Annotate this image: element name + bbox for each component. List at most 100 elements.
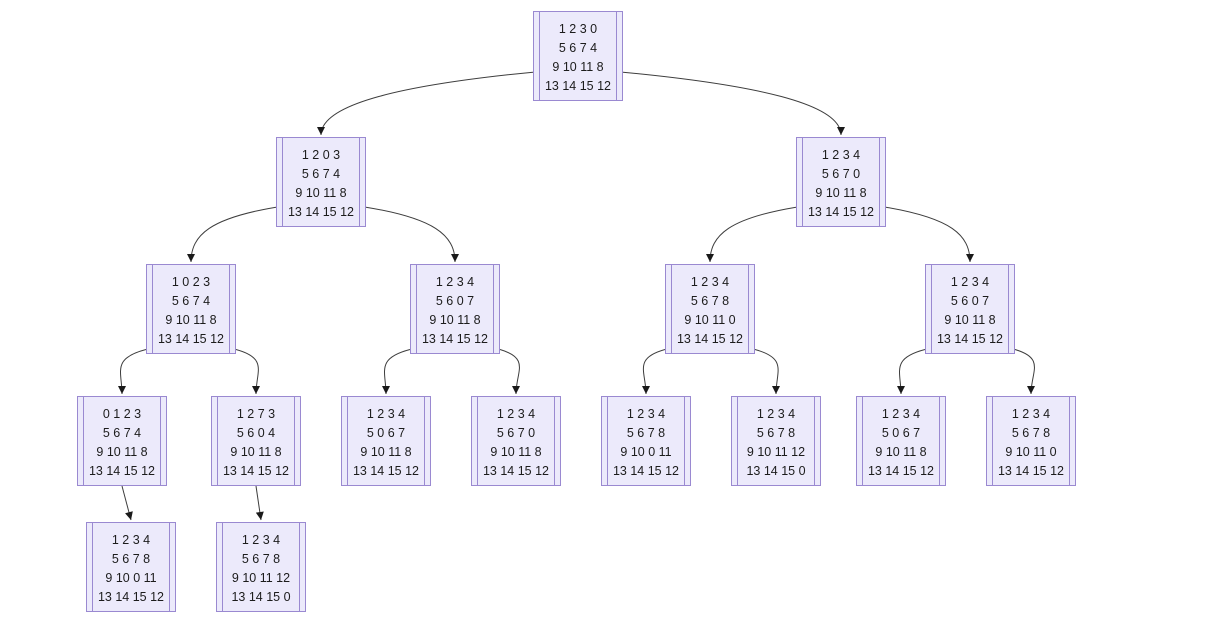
puzzle-row: 9 10 11 0 <box>684 313 736 327</box>
puzzle-row: 5 6 0 7 <box>435 294 475 308</box>
puzzle-row: 5 6 7 8 <box>1011 426 1051 440</box>
puzzle-row: 13 14 15 12 <box>482 464 550 478</box>
tree-edge-n32-n43 <box>381 349 411 395</box>
puzzle-row: 13 14 15 0 <box>746 464 806 478</box>
puzzle-row: 5 6 7 8 <box>111 552 151 566</box>
puzzle-row: 1 2 3 4 <box>435 275 475 289</box>
puzzle-row: 1 2 3 4 <box>626 407 666 421</box>
puzzle-node-n32: 1 2 3 4 5 6 0 7 9 10 11 8 13 14 15 12 <box>410 264 500 354</box>
puzzle-row: 1 2 3 4 <box>366 407 406 421</box>
puzzle-row: 9 10 11 8 <box>429 313 481 327</box>
puzzle-row: 9 10 11 8 <box>230 445 282 459</box>
puzzle-row: 13 14 15 12 <box>997 464 1065 478</box>
puzzle-row: 5 6 7 4 <box>102 426 142 440</box>
tree-edge-n32-n44 <box>499 349 521 395</box>
tree-edge-n31-n41 <box>117 349 147 395</box>
puzzle-row: 5 6 0 4 <box>236 426 276 440</box>
puzzle-row: 1 2 3 4 <box>821 148 861 162</box>
tree-edge-n2l-n31 <box>187 206 277 263</box>
puzzle-row: 9 10 11 8 <box>295 186 347 200</box>
puzzle-node-n46: 1 2 3 4 5 6 7 8 9 10 11 12 13 14 15 0 <box>731 396 821 486</box>
puzzle-row: 9 10 11 8 <box>815 186 867 200</box>
puzzle-row: 13 14 15 12 <box>88 464 156 478</box>
tree-edge-root-n2l <box>317 71 534 136</box>
puzzle-row: 9 10 11 8 <box>875 445 927 459</box>
tree-edge-n2l-n32 <box>365 206 459 263</box>
puzzle-node-n47: 1 2 3 4 5 0 6 7 9 10 11 8 13 14 15 12 <box>856 396 946 486</box>
puzzle-row: 5 6 7 4 <box>301 167 341 181</box>
puzzle-row: 13 14 15 12 <box>157 332 225 346</box>
puzzle-row: 13 14 15 0 <box>231 590 291 604</box>
puzzle-node-n42: 1 2 7 3 5 6 0 4 9 10 11 8 13 14 15 12 <box>211 396 301 486</box>
tree-edge-n33-n46 <box>754 349 781 395</box>
puzzle-row: 5 6 7 4 <box>171 294 211 308</box>
puzzle-row: 1 2 3 4 <box>881 407 921 421</box>
puzzle-row: 1 0 2 3 <box>171 275 211 289</box>
puzzle-row: 13 14 15 12 <box>97 590 165 604</box>
puzzle-row: 13 14 15 12 <box>867 464 935 478</box>
puzzle-row: 5 6 7 0 <box>496 426 536 440</box>
puzzle-row: 13 14 15 12 <box>287 205 355 219</box>
puzzle-row: 9 10 11 8 <box>96 445 148 459</box>
puzzle-node-n51: 1 2 3 4 5 6 7 8 9 10 0 11 13 14 15 12 <box>86 522 176 612</box>
puzzle-node-n33: 1 2 3 4 5 6 7 8 9 10 11 0 13 14 15 12 <box>665 264 755 354</box>
puzzle-row: 1 2 3 4 <box>756 407 796 421</box>
puzzle-row: 5 0 6 7 <box>366 426 406 440</box>
puzzle-row: 5 6 7 8 <box>626 426 666 440</box>
puzzle-node-n44: 1 2 3 4 5 6 7 0 9 10 11 8 13 14 15 12 <box>471 396 561 486</box>
puzzle-row: 1 2 0 3 <box>301 148 341 162</box>
tree-edge-n2r-n34 <box>885 206 974 263</box>
puzzle-row: 1 2 3 4 <box>111 533 151 547</box>
puzzle-row: 9 10 11 12 <box>746 445 806 459</box>
puzzle-node-n48: 1 2 3 4 5 6 7 8 9 10 11 0 13 14 15 12 <box>986 396 1076 486</box>
puzzle-node-n41: 0 1 2 3 5 6 7 4 9 10 11 8 13 14 15 12 <box>77 396 167 486</box>
puzzle-row: 5 6 7 8 <box>756 426 796 440</box>
puzzle-row: 9 10 11 8 <box>552 60 604 74</box>
puzzle-row: 1 2 3 4 <box>950 275 990 289</box>
tree-edge-n42-n52 <box>255 485 264 521</box>
puzzle-row: 13 14 15 12 <box>807 205 875 219</box>
puzzle-row: 5 6 7 4 <box>558 41 598 55</box>
puzzle-row: 1 2 3 4 <box>241 533 281 547</box>
tree-edge-n34-n47 <box>896 349 926 395</box>
puzzle-row: 9 10 0 11 <box>620 445 672 459</box>
puzzle-row: 1 2 3 4 <box>690 275 730 289</box>
puzzle-node-n52: 1 2 3 4 5 6 7 8 9 10 11 12 13 14 15 0 <box>216 522 306 612</box>
puzzle-node-n2l: 1 2 0 3 5 6 7 4 9 10 11 8 13 14 15 12 <box>276 137 366 227</box>
puzzle-row: 9 10 11 8 <box>360 445 412 459</box>
puzzle-node-n2r: 1 2 3 4 5 6 7 0 9 10 11 8 13 14 15 12 <box>796 137 886 227</box>
tree-edge-n33-n45 <box>641 349 666 395</box>
puzzle-row: 5 6 7 8 <box>241 552 281 566</box>
puzzle-row: 13 14 15 12 <box>936 332 1004 346</box>
puzzle-row: 13 14 15 12 <box>421 332 489 346</box>
tree-edge-n31-n42 <box>235 349 261 395</box>
tree-edge-n41-n51 <box>121 485 133 521</box>
puzzle-row: 1 2 3 0 <box>558 22 598 36</box>
puzzle-row: 5 6 7 8 <box>690 294 730 308</box>
puzzle-row: 9 10 11 8 <box>490 445 542 459</box>
puzzle-row: 5 6 7 0 <box>821 167 861 181</box>
puzzle-row: 0 1 2 3 <box>102 407 142 421</box>
puzzle-row: 9 10 0 11 <box>105 571 157 585</box>
tree-edge-n34-n48 <box>1014 349 1036 395</box>
puzzle-row: 5 6 0 7 <box>950 294 990 308</box>
puzzle-node-n31: 1 0 2 3 5 6 7 4 9 10 11 8 13 14 15 12 <box>146 264 236 354</box>
puzzle-row: 9 10 11 12 <box>231 571 291 585</box>
puzzle-node-root: 1 2 3 0 5 6 7 4 9 10 11 8 13 14 15 12 <box>533 11 623 101</box>
puzzle-row: 13 14 15 12 <box>676 332 744 346</box>
puzzle-row: 9 10 11 8 <box>165 313 217 327</box>
puzzle-row: 13 14 15 12 <box>544 79 612 93</box>
puzzle-row: 13 14 15 12 <box>222 464 290 478</box>
puzzle-row: 1 2 7 3 <box>236 407 276 421</box>
tree-edge-root-n2r <box>622 71 845 136</box>
puzzle-row: 1 2 3 4 <box>1011 407 1051 421</box>
puzzle-row: 9 10 11 0 <box>1005 445 1057 459</box>
tree-edge-n2r-n33 <box>706 206 797 263</box>
puzzle-row: 5 0 6 7 <box>881 426 921 440</box>
puzzle-row: 1 2 3 4 <box>496 407 536 421</box>
